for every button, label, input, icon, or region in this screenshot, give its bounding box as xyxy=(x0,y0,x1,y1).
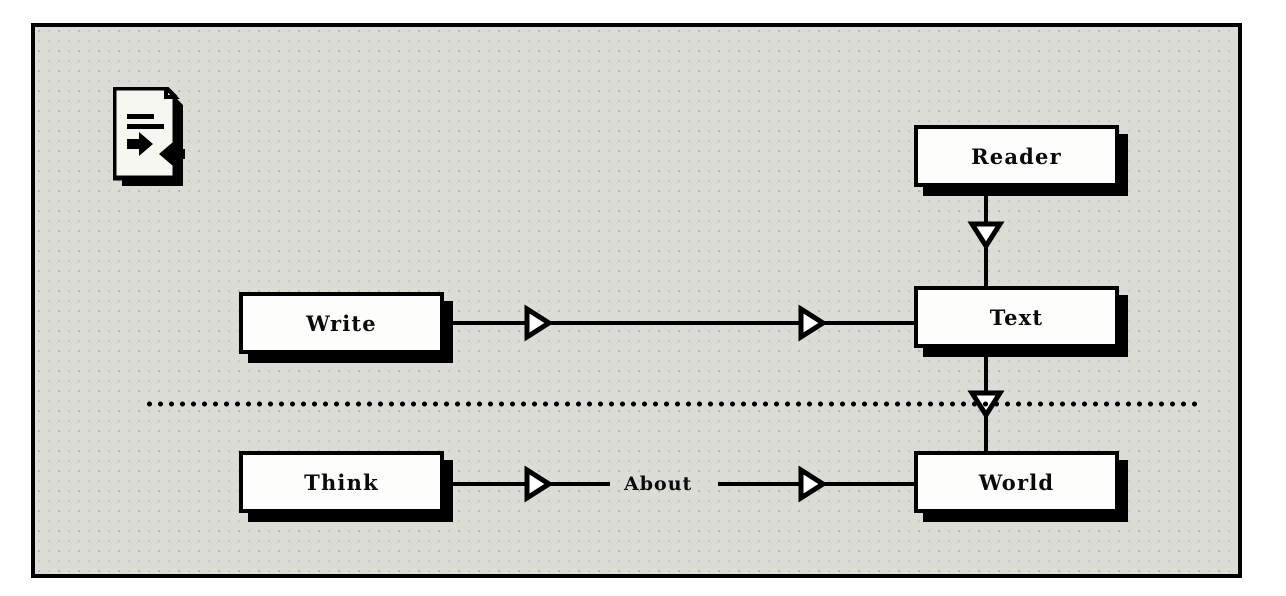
edge-reader-text-arrowhead xyxy=(967,221,1005,251)
node-world-face: World xyxy=(914,451,1119,513)
edge-think-world-arrowhead-2 xyxy=(798,465,828,503)
node-world[interactable]: World xyxy=(914,451,1128,522)
node-reader-label: Reader xyxy=(971,143,1062,169)
edge-write-text-line xyxy=(444,321,914,325)
node-write[interactable]: Write xyxy=(239,292,453,363)
document-with-arrows-icon xyxy=(113,87,191,187)
node-think-label: Think xyxy=(304,469,379,495)
node-write-face: Write xyxy=(239,292,444,354)
node-reader-face: Reader xyxy=(914,125,1119,187)
node-write-label: Write xyxy=(306,310,377,336)
node-world-label: World xyxy=(978,469,1055,495)
edge-write-text-arrowhead-1 xyxy=(524,304,554,342)
node-text-label: Text xyxy=(989,304,1044,330)
edge-think-world-arrowhead-1 xyxy=(524,465,554,503)
edge-label-about: About xyxy=(624,473,693,495)
node-reader[interactable]: Reader xyxy=(914,125,1128,196)
edge-write-text-arrowhead-2 xyxy=(798,304,828,342)
node-text[interactable]: Text xyxy=(914,286,1128,357)
section-divider xyxy=(147,401,1202,407)
node-think-face: Think xyxy=(239,451,444,513)
diagram-canvas: Reader Text World Write Think xyxy=(31,23,1242,578)
node-think[interactable]: Think xyxy=(239,451,453,522)
node-text-face: Text xyxy=(914,286,1119,348)
